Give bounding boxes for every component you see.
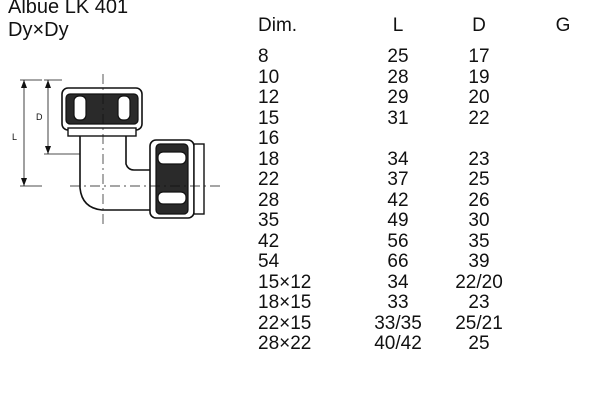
dimension-label-D: D bbox=[36, 112, 43, 122]
row-D: 23 bbox=[468, 292, 490, 313]
row-dim: 54 bbox=[258, 251, 280, 272]
row-D: 22 bbox=[468, 107, 490, 129]
row-D: 25/21 bbox=[455, 312, 503, 334]
row-L: 34 bbox=[387, 271, 409, 293]
row-L: 31 bbox=[387, 107, 409, 129]
row-dim: 15×12 bbox=[258, 271, 312, 293]
row-D: 35 bbox=[468, 230, 490, 252]
product-title: Albue LK 401 bbox=[8, 0, 129, 18]
row-D: 17 bbox=[468, 46, 490, 67]
row-D: 25 bbox=[468, 333, 490, 354]
row-dim: 28 bbox=[258, 189, 280, 211]
row-D: 19 bbox=[468, 66, 490, 88]
row-D: 39 bbox=[468, 251, 490, 272]
row-dim: 35 bbox=[258, 210, 280, 231]
header-dim: Dim. bbox=[258, 15, 298, 36]
row-L: 56 bbox=[387, 230, 409, 252]
row-L: 34 bbox=[387, 148, 409, 170]
header-L: L bbox=[392, 15, 404, 36]
row-dim: 16 bbox=[258, 128, 280, 149]
row-L: 40/42 bbox=[374, 333, 422, 354]
row-D: 23 bbox=[468, 148, 490, 170]
row-L: 49 bbox=[387, 210, 409, 231]
header-G: G bbox=[555, 15, 571, 36]
row-D: 25 bbox=[468, 169, 490, 190]
header-D: D bbox=[472, 15, 486, 36]
row-L: 33 bbox=[387, 292, 409, 313]
row-dim: 18 bbox=[258, 148, 280, 170]
elbow-fitting-drawing: L D bbox=[12, 74, 220, 228]
row-L: 33/35 bbox=[374, 312, 422, 334]
row-dim: 8 bbox=[258, 46, 269, 67]
row-L: 42 bbox=[387, 189, 409, 211]
row-dim: 12 bbox=[258, 87, 280, 108]
row-L: 66 bbox=[387, 251, 409, 272]
row-L: 28 bbox=[387, 66, 409, 88]
row-dim: 42 bbox=[258, 230, 280, 252]
row-dim: 10 bbox=[258, 66, 280, 88]
row-dim: 22 bbox=[258, 169, 280, 190]
product-subtitle: Dy×Dy bbox=[8, 19, 69, 41]
row-dim: 28×22 bbox=[258, 333, 312, 354]
row-dim: 15 bbox=[258, 107, 280, 129]
dimension-label-L: L bbox=[12, 132, 17, 142]
row-D: 22/20 bbox=[455, 271, 503, 293]
row-L: 29 bbox=[387, 87, 409, 108]
row-dim: 22×15 bbox=[258, 312, 312, 334]
row-L: 25 bbox=[387, 46, 409, 67]
row-L: 37 bbox=[387, 169, 409, 190]
row-D: 20 bbox=[468, 87, 490, 108]
row-D: 26 bbox=[468, 189, 490, 211]
row-D: 30 bbox=[468, 210, 490, 231]
row-dim: 18×15 bbox=[258, 292, 312, 313]
